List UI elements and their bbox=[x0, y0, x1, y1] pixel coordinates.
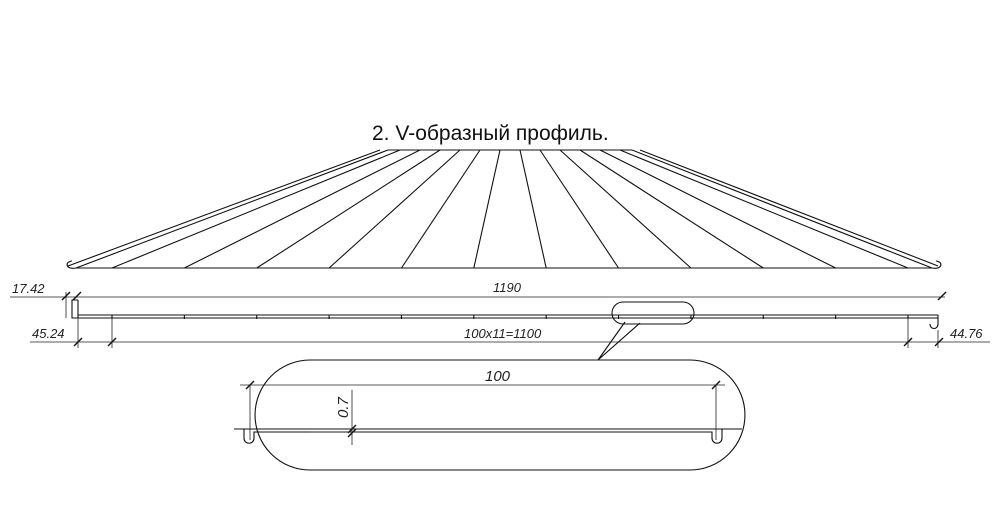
drawing-title: 2. V-образный профиль. bbox=[372, 122, 609, 145]
cross-section: 1190 17.42 100x11=1100 45.24 44.76 bbox=[10, 280, 990, 361]
dim-detail-thickness: 0.7 bbox=[335, 396, 352, 418]
dim-top-height: 17.42 bbox=[12, 281, 45, 296]
dim-left-height: 45.24 bbox=[32, 326, 65, 341]
dim-right-height: 44.76 bbox=[950, 326, 983, 341]
rib-line bbox=[519, 149, 547, 269]
rib-line bbox=[184, 149, 421, 269]
rib-line bbox=[579, 149, 764, 269]
rib-line bbox=[473, 149, 501, 269]
rib-line bbox=[328, 149, 461, 269]
rib-line bbox=[256, 149, 441, 269]
rib-line bbox=[559, 149, 692, 269]
dim-total-width: 1190 bbox=[493, 280, 522, 295]
rib-lines bbox=[111, 149, 909, 269]
detail-view: 100 0.7 bbox=[234, 359, 746, 471]
perspective-view bbox=[66, 149, 942, 269]
rib-line bbox=[539, 149, 620, 269]
dim-module: 100x11=1100 bbox=[464, 326, 542, 341]
dim-detail-width: 100 bbox=[485, 368, 511, 385]
rib-line bbox=[619, 149, 909, 269]
rib-line bbox=[400, 149, 481, 269]
rib-line bbox=[599, 149, 836, 269]
rib-line bbox=[111, 149, 401, 269]
